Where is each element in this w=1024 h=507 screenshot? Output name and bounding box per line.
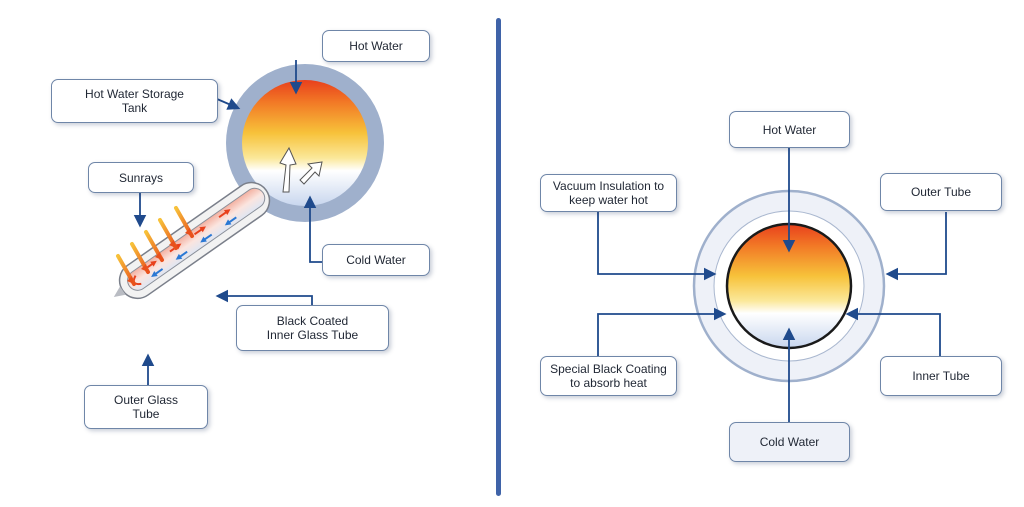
label-hot-water-right: Hot Water (729, 111, 850, 148)
sunray-arrowheads (127, 228, 192, 284)
evacuated-tube (113, 181, 271, 300)
label-storage-tank: Hot Water Storage Tank (51, 79, 218, 123)
label-cold-water-left: Cold Water (322, 244, 430, 276)
right-leader-lines (597, 148, 947, 422)
cold-flow-arrows (151, 216, 237, 277)
storage-tank (226, 64, 384, 222)
label-inner-glass-tube: Black Coated Inner Glass Tube (236, 305, 389, 351)
label-vacuum-insulation: Vacuum Insulation to keep water hot (540, 174, 677, 212)
label-inner-tube: Inner Tube (880, 356, 1002, 396)
tank-water (242, 80, 368, 206)
tube-cross-section (692, 189, 886, 383)
label-outer-glass-tube: Outer Glass Tube (84, 385, 208, 429)
label-black-coating: Special Black Coating to absorb heat (540, 356, 677, 396)
label-cold-water-right: Cold Water (729, 422, 850, 462)
tube-tip (113, 286, 126, 297)
label-hot-water-left: Hot Water (322, 30, 430, 62)
label-outer-tube: Outer Tube (880, 173, 1002, 211)
tank-circulation-arrows (279, 146, 323, 193)
inner-glass-tube (127, 187, 266, 291)
left-leader-lines (133, 60, 322, 386)
label-sunrays: Sunrays (88, 162, 194, 193)
panel-divider (496, 18, 501, 496)
